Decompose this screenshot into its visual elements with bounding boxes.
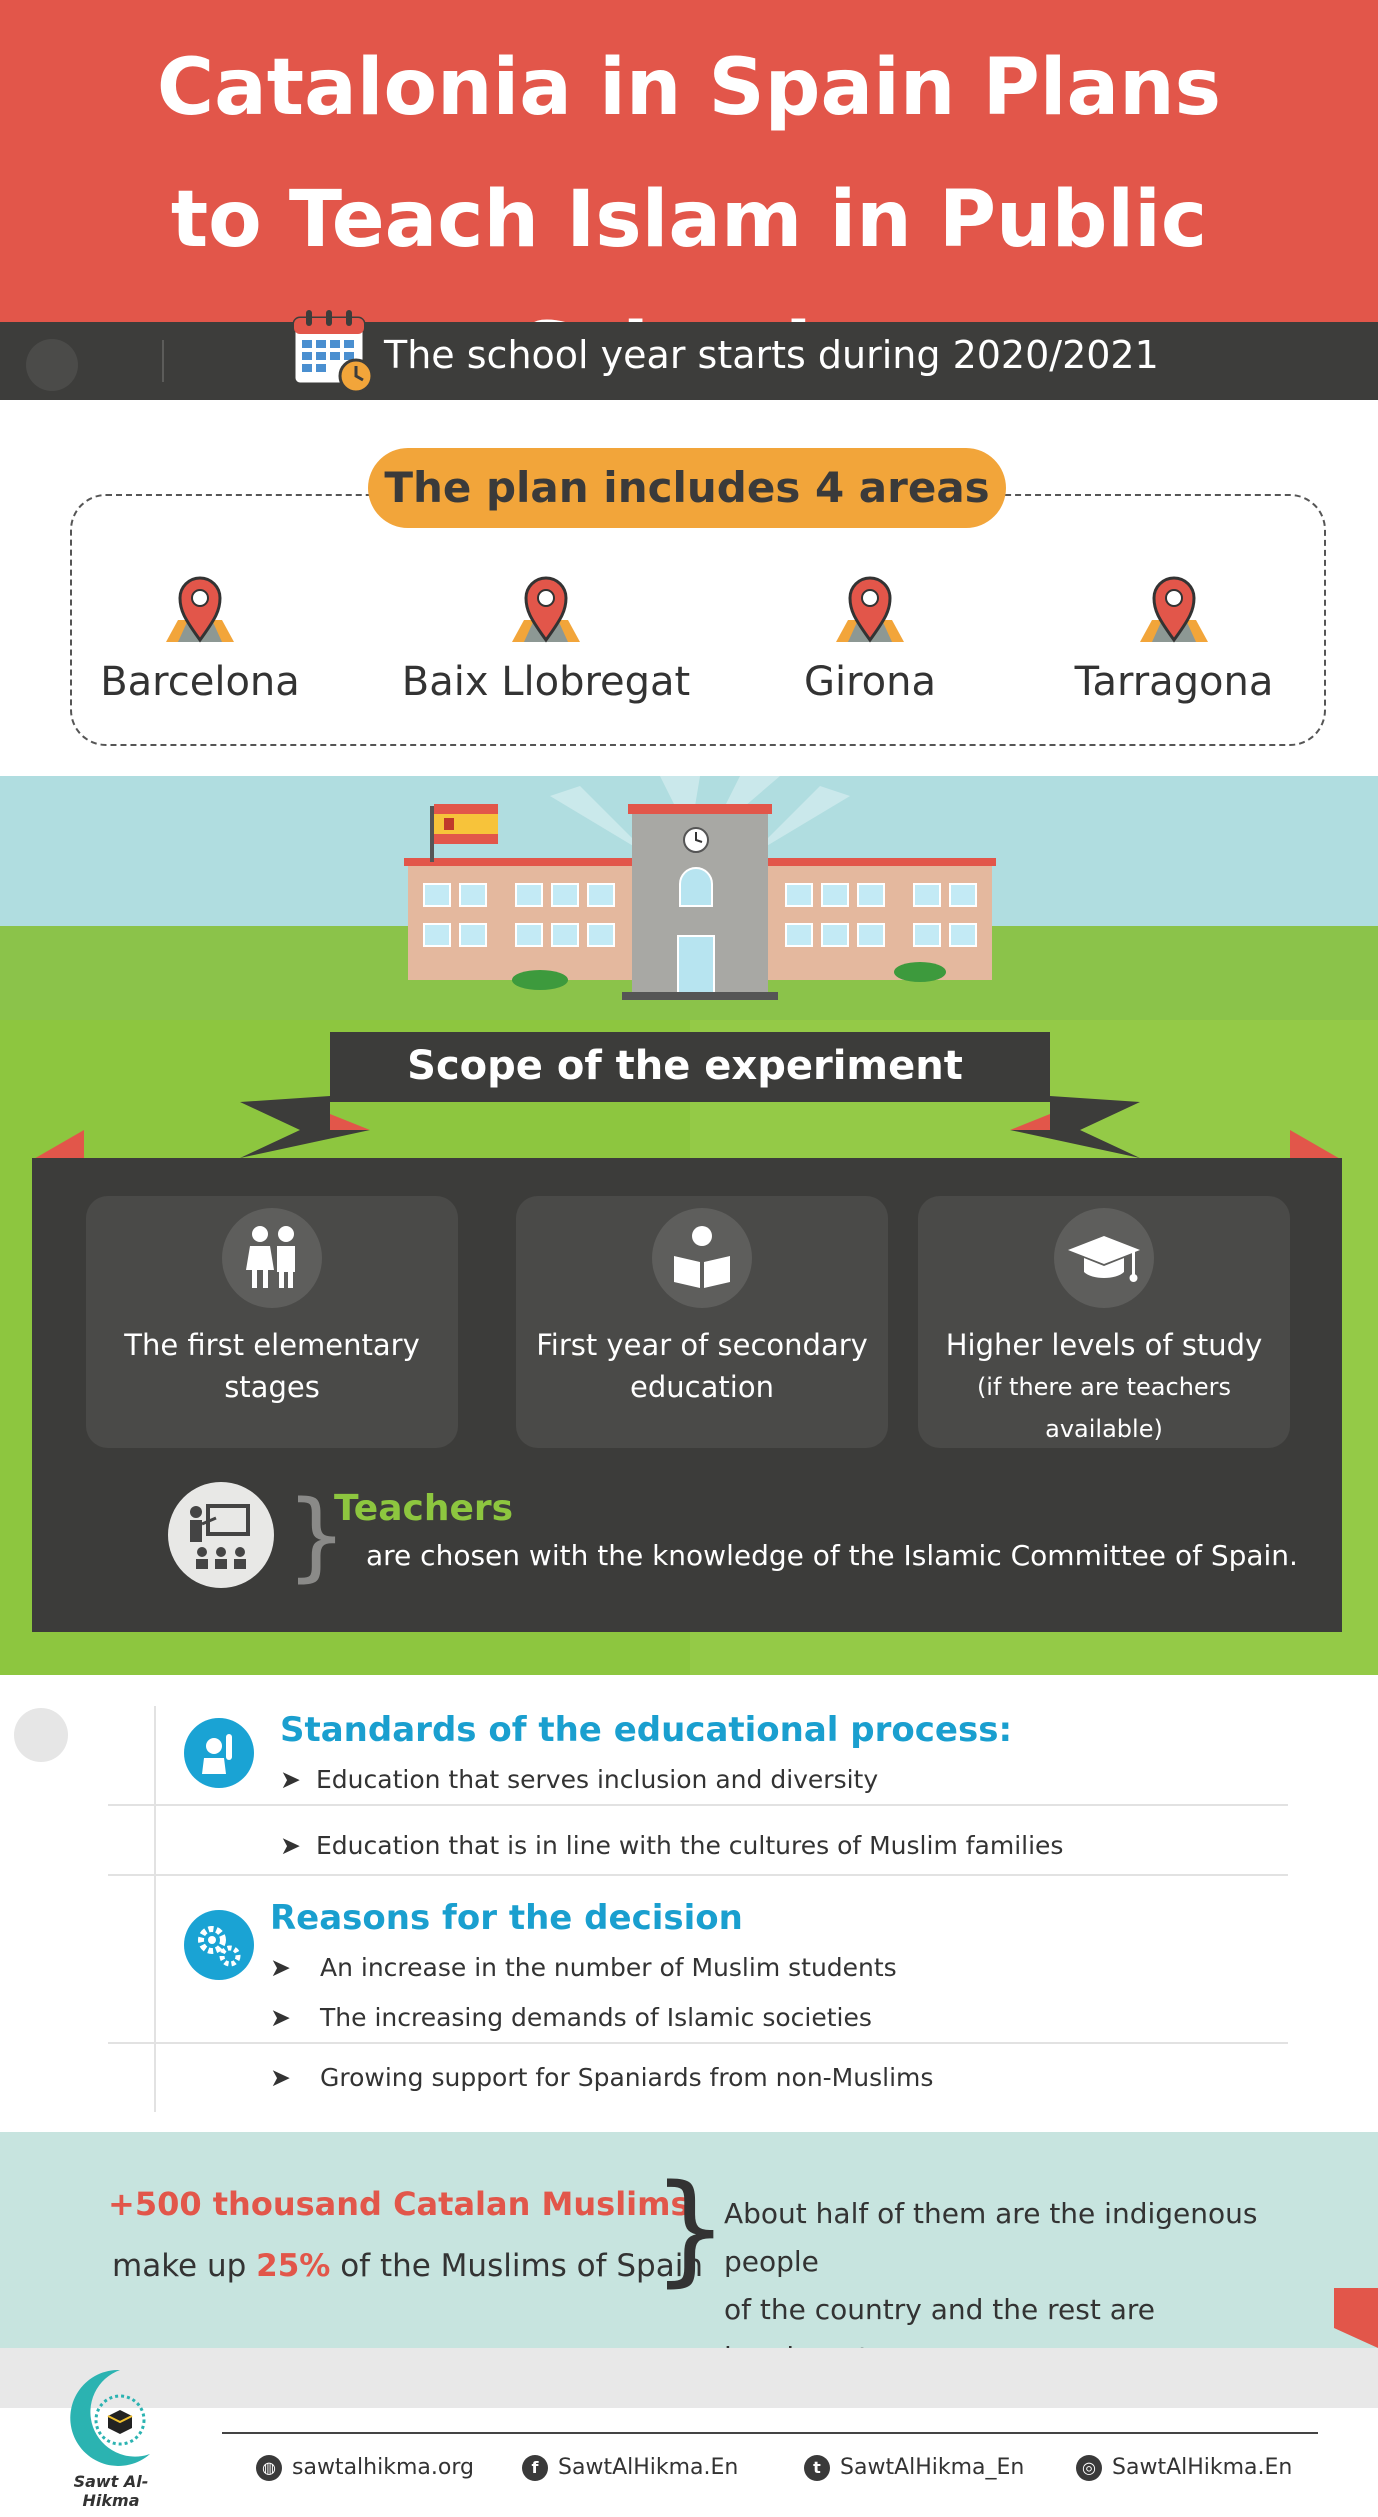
scope-title: Scope of the experiment <box>407 1043 963 1089</box>
globe-icon: ◍ <box>256 2455 282 2481</box>
vertical-divider <box>154 1706 156 2112</box>
card-line-1: First year of secondary <box>536 1328 868 1362</box>
title-line-1: Catalonia in Spain Plans <box>156 43 1222 133</box>
twitter-icon: t <box>804 2455 830 2481</box>
calendar-icon <box>292 310 374 394</box>
divider <box>162 340 164 382</box>
school-building-icon <box>404 776 996 1000</box>
teacher-classroom-icon <box>168 1482 274 1588</box>
teachers-title: Teachers <box>334 1488 514 1529</box>
standards-title: Standards of the educational process: <box>280 1710 1013 1750</box>
stats-panel <box>0 2132 1378 2348</box>
scope-card-secondary: First year of secondary education <box>516 1196 888 1448</box>
reasons-item: ➤Growing support for Spaniards from non-… <box>270 2063 934 2092</box>
card-line-2: (if there are teachers available) <box>976 1373 1232 1443</box>
card-line-2: education <box>630 1370 774 1404</box>
logo-text: Sawt Al-Hikma <box>73 2472 149 2510</box>
decorative-dot <box>26 339 78 391</box>
reasons-item: ➤The increasing demands of Islamic socie… <box>270 2003 872 2032</box>
graduation-cap-icon <box>1054 1208 1154 1308</box>
teachers-text: are chosen with the knowledge of the Isl… <box>366 1539 1298 1572</box>
map-pin-icon <box>512 576 580 643</box>
muslims-count: +500 thousand Catalan Muslims <box>108 2185 690 2223</box>
raised-hand-icon <box>184 1718 254 1788</box>
students-icon <box>222 1208 322 1308</box>
scope-ribbon <box>240 1032 1140 1158</box>
standards-item: ➤Education that serves inclusion and div… <box>280 1765 879 1794</box>
gears-icon <box>184 1910 254 1980</box>
school-year-bar <box>0 322 1378 400</box>
row-divider <box>108 1804 1288 1806</box>
website-link[interactable]: ◍sawtalhikma.org <box>256 2450 474 2486</box>
card-line-2: stages <box>224 1370 320 1404</box>
scope-card-elementary: The first elementary stages <box>86 1196 458 1448</box>
map-pin-icon <box>836 576 904 643</box>
map-pin-icon <box>166 576 234 643</box>
map-pin-icon <box>1140 576 1208 643</box>
area-barcelona: Barcelona <box>40 570 360 708</box>
area-name: Girona <box>803 659 936 705</box>
header-banner <box>0 0 1378 322</box>
row-divider <box>108 2042 1288 2044</box>
muslims-share: make up 25% of the Muslims of Spain <box>112 2248 703 2284</box>
brace-decoration: } <box>652 2160 729 2299</box>
area-tarragona: Tarragona <box>1014 570 1334 708</box>
reasons-title: Reasons for the decision <box>270 1898 743 1938</box>
reading-icon <box>652 1208 752 1308</box>
footer-band <box>0 2348 1378 2408</box>
card-line-1: Higher levels of study <box>945 1328 1263 1362</box>
area-girona: Girona <box>710 570 1030 708</box>
panel-corners <box>32 1130 1342 1160</box>
decorative-dot <box>14 1708 68 1762</box>
instagram-icon: ◎ <box>1076 2455 1102 2481</box>
area-name: Tarragona <box>1074 659 1274 705</box>
area-baix-llobregat: Baix Llobregat <box>386 570 706 708</box>
row-divider <box>108 1874 1288 1876</box>
area-name: Barcelona <box>100 659 300 705</box>
facebook-icon: f <box>522 2455 548 2481</box>
sawt-al-hikma-logo <box>70 2369 150 2466</box>
brace-decoration: } <box>286 1480 348 1592</box>
instagram-link[interactable]: ◎SawtAlHikma.En <box>1076 2450 1292 2486</box>
areas-title: The plan includes 4 areas <box>368 448 1006 528</box>
area-name: Baix Llobregat <box>401 659 691 705</box>
scope-card-higher: Higher levels of study (if there are tea… <box>918 1196 1290 1448</box>
footer-divider <box>222 2432 1318 2434</box>
reasons-item: ➤An increase in the number of Muslim stu… <box>270 1953 897 1982</box>
card-line-1: The first elementary <box>124 1328 420 1362</box>
school-year-text: The school year starts during 2020/2021 <box>384 333 1159 377</box>
share-percent: 25% <box>256 2248 331 2284</box>
corner-fold <box>1334 2288 1378 2348</box>
standards-item: ➤Education that is in line with the cult… <box>280 1831 1064 1860</box>
